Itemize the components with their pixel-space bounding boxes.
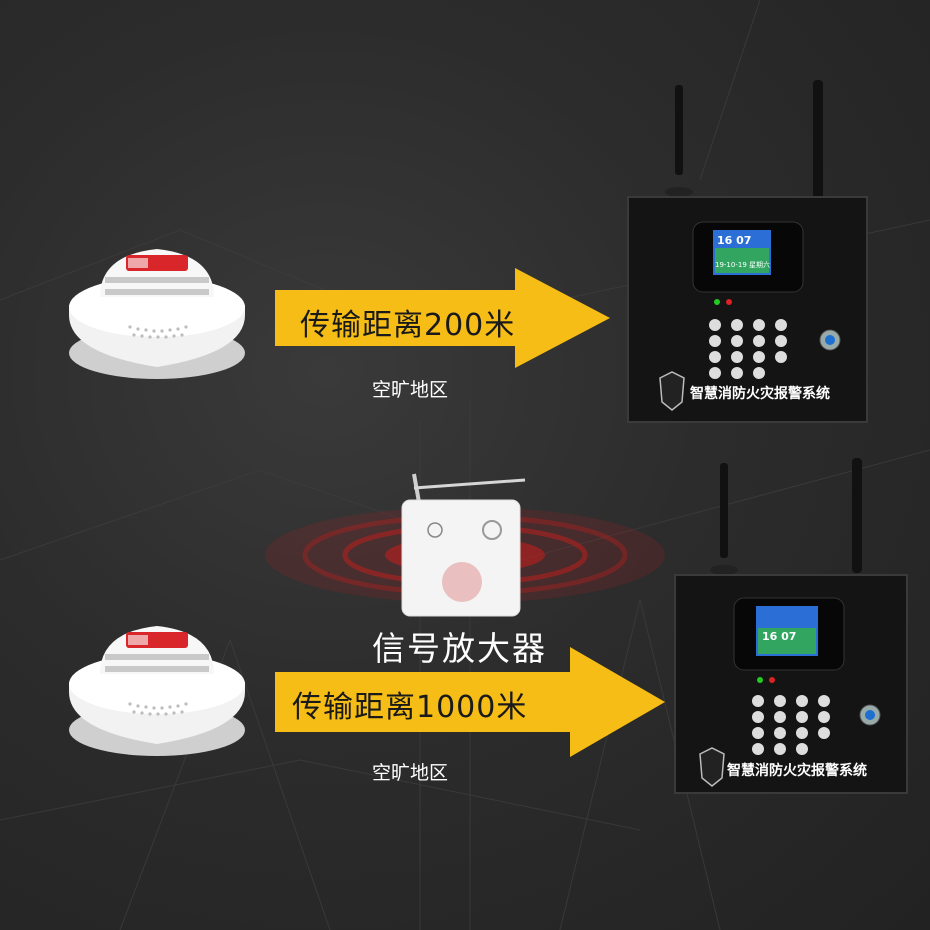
arrow-bottom	[275, 647, 665, 757]
arrow-bottom-label: 传输距离1000米	[292, 690, 528, 725]
smoke-detector-bottom	[69, 626, 245, 756]
panel-title-top: 智慧消防火灾报警系统	[690, 386, 830, 402]
screen-time-bottom: 16 07	[762, 630, 797, 643]
alarm-panel-bottom	[674, 458, 908, 794]
area-label-top: 空旷地区	[372, 379, 449, 401]
panel-title-bottom: 智慧消防火灾报警系统	[727, 763, 867, 779]
screen-date-top: 19-10-19 星期六	[715, 261, 771, 269]
signal-repeater	[401, 473, 526, 617]
arrow-top	[275, 268, 610, 368]
alarm-panel-top	[627, 80, 868, 423]
smoke-detector-top	[69, 249, 245, 379]
area-label-bottom: 空旷地区	[372, 762, 449, 784]
arrow-top-label: 传输距离200米	[300, 308, 516, 343]
repeater-label: 信号放大器	[372, 629, 547, 668]
screen-time-top: 16 07	[717, 234, 752, 247]
